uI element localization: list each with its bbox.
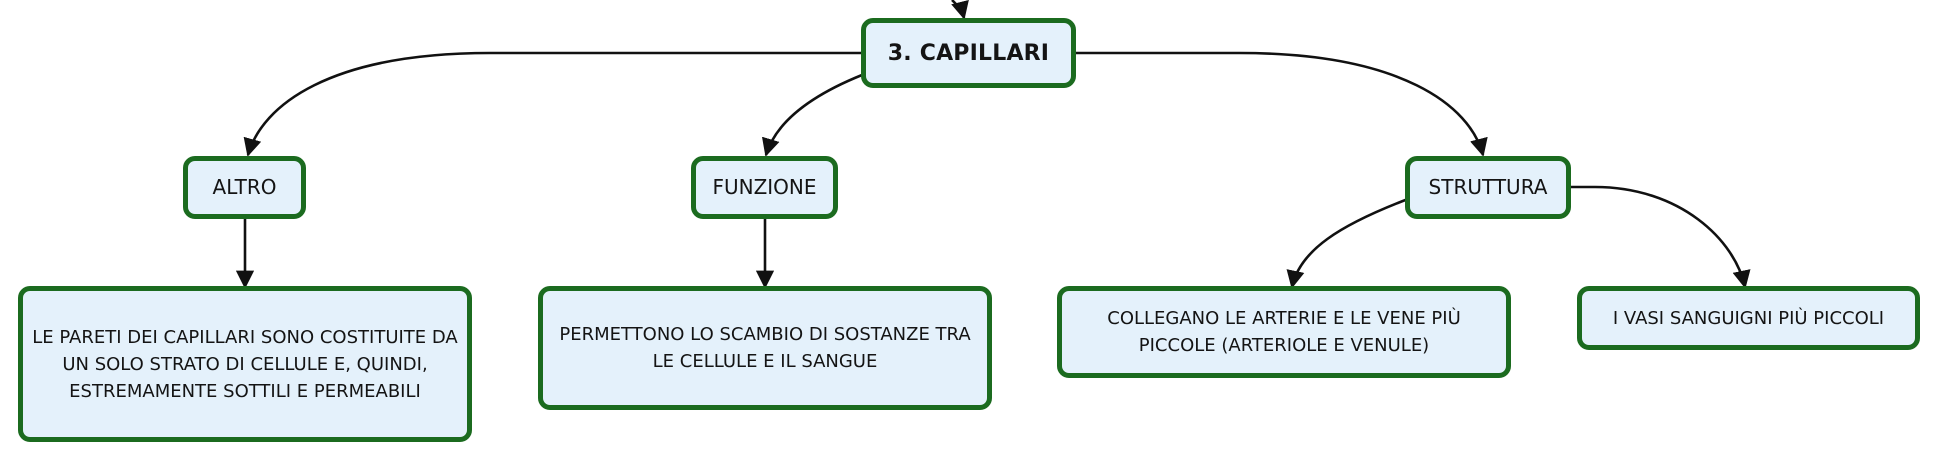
branch-node-altro[interactable]: ALTRO	[183, 156, 306, 219]
connector-root-struttura	[1075, 51, 1488, 157]
connector-root-altro	[243, 51, 862, 157]
leaf-node-struttura-1[interactable]: COLLEGANO LE ARTERIE E LE VENE PIÙ PICCO…	[1057, 286, 1511, 378]
branch-node-funzione[interactable]: FUNZIONE	[691, 156, 838, 219]
leaf-node-funzione[interactable]: PERMETTONO LO SCAMBIO DI SOSTANZE TRA LE…	[538, 286, 992, 410]
connector-root-funzione	[762, 73, 863, 157]
branch-node-struttura[interactable]: STRUTTURA	[1405, 156, 1571, 219]
connector-struttura-child-1	[1286, 197, 1409, 289]
leaf-node-altro[interactable]: LE PARETI DEI CAPILLARI SONO COSTITUITE …	[18, 286, 472, 442]
connector-struttura-child-2	[1568, 185, 1751, 289]
root-node[interactable]: 3. CAPILLARI	[861, 18, 1076, 88]
leaf-node-struttura-2[interactable]: I VASI SANGUIGNI PIÙ PICCOLI	[1577, 286, 1920, 350]
incoming-connector	[951, 0, 969, 20]
